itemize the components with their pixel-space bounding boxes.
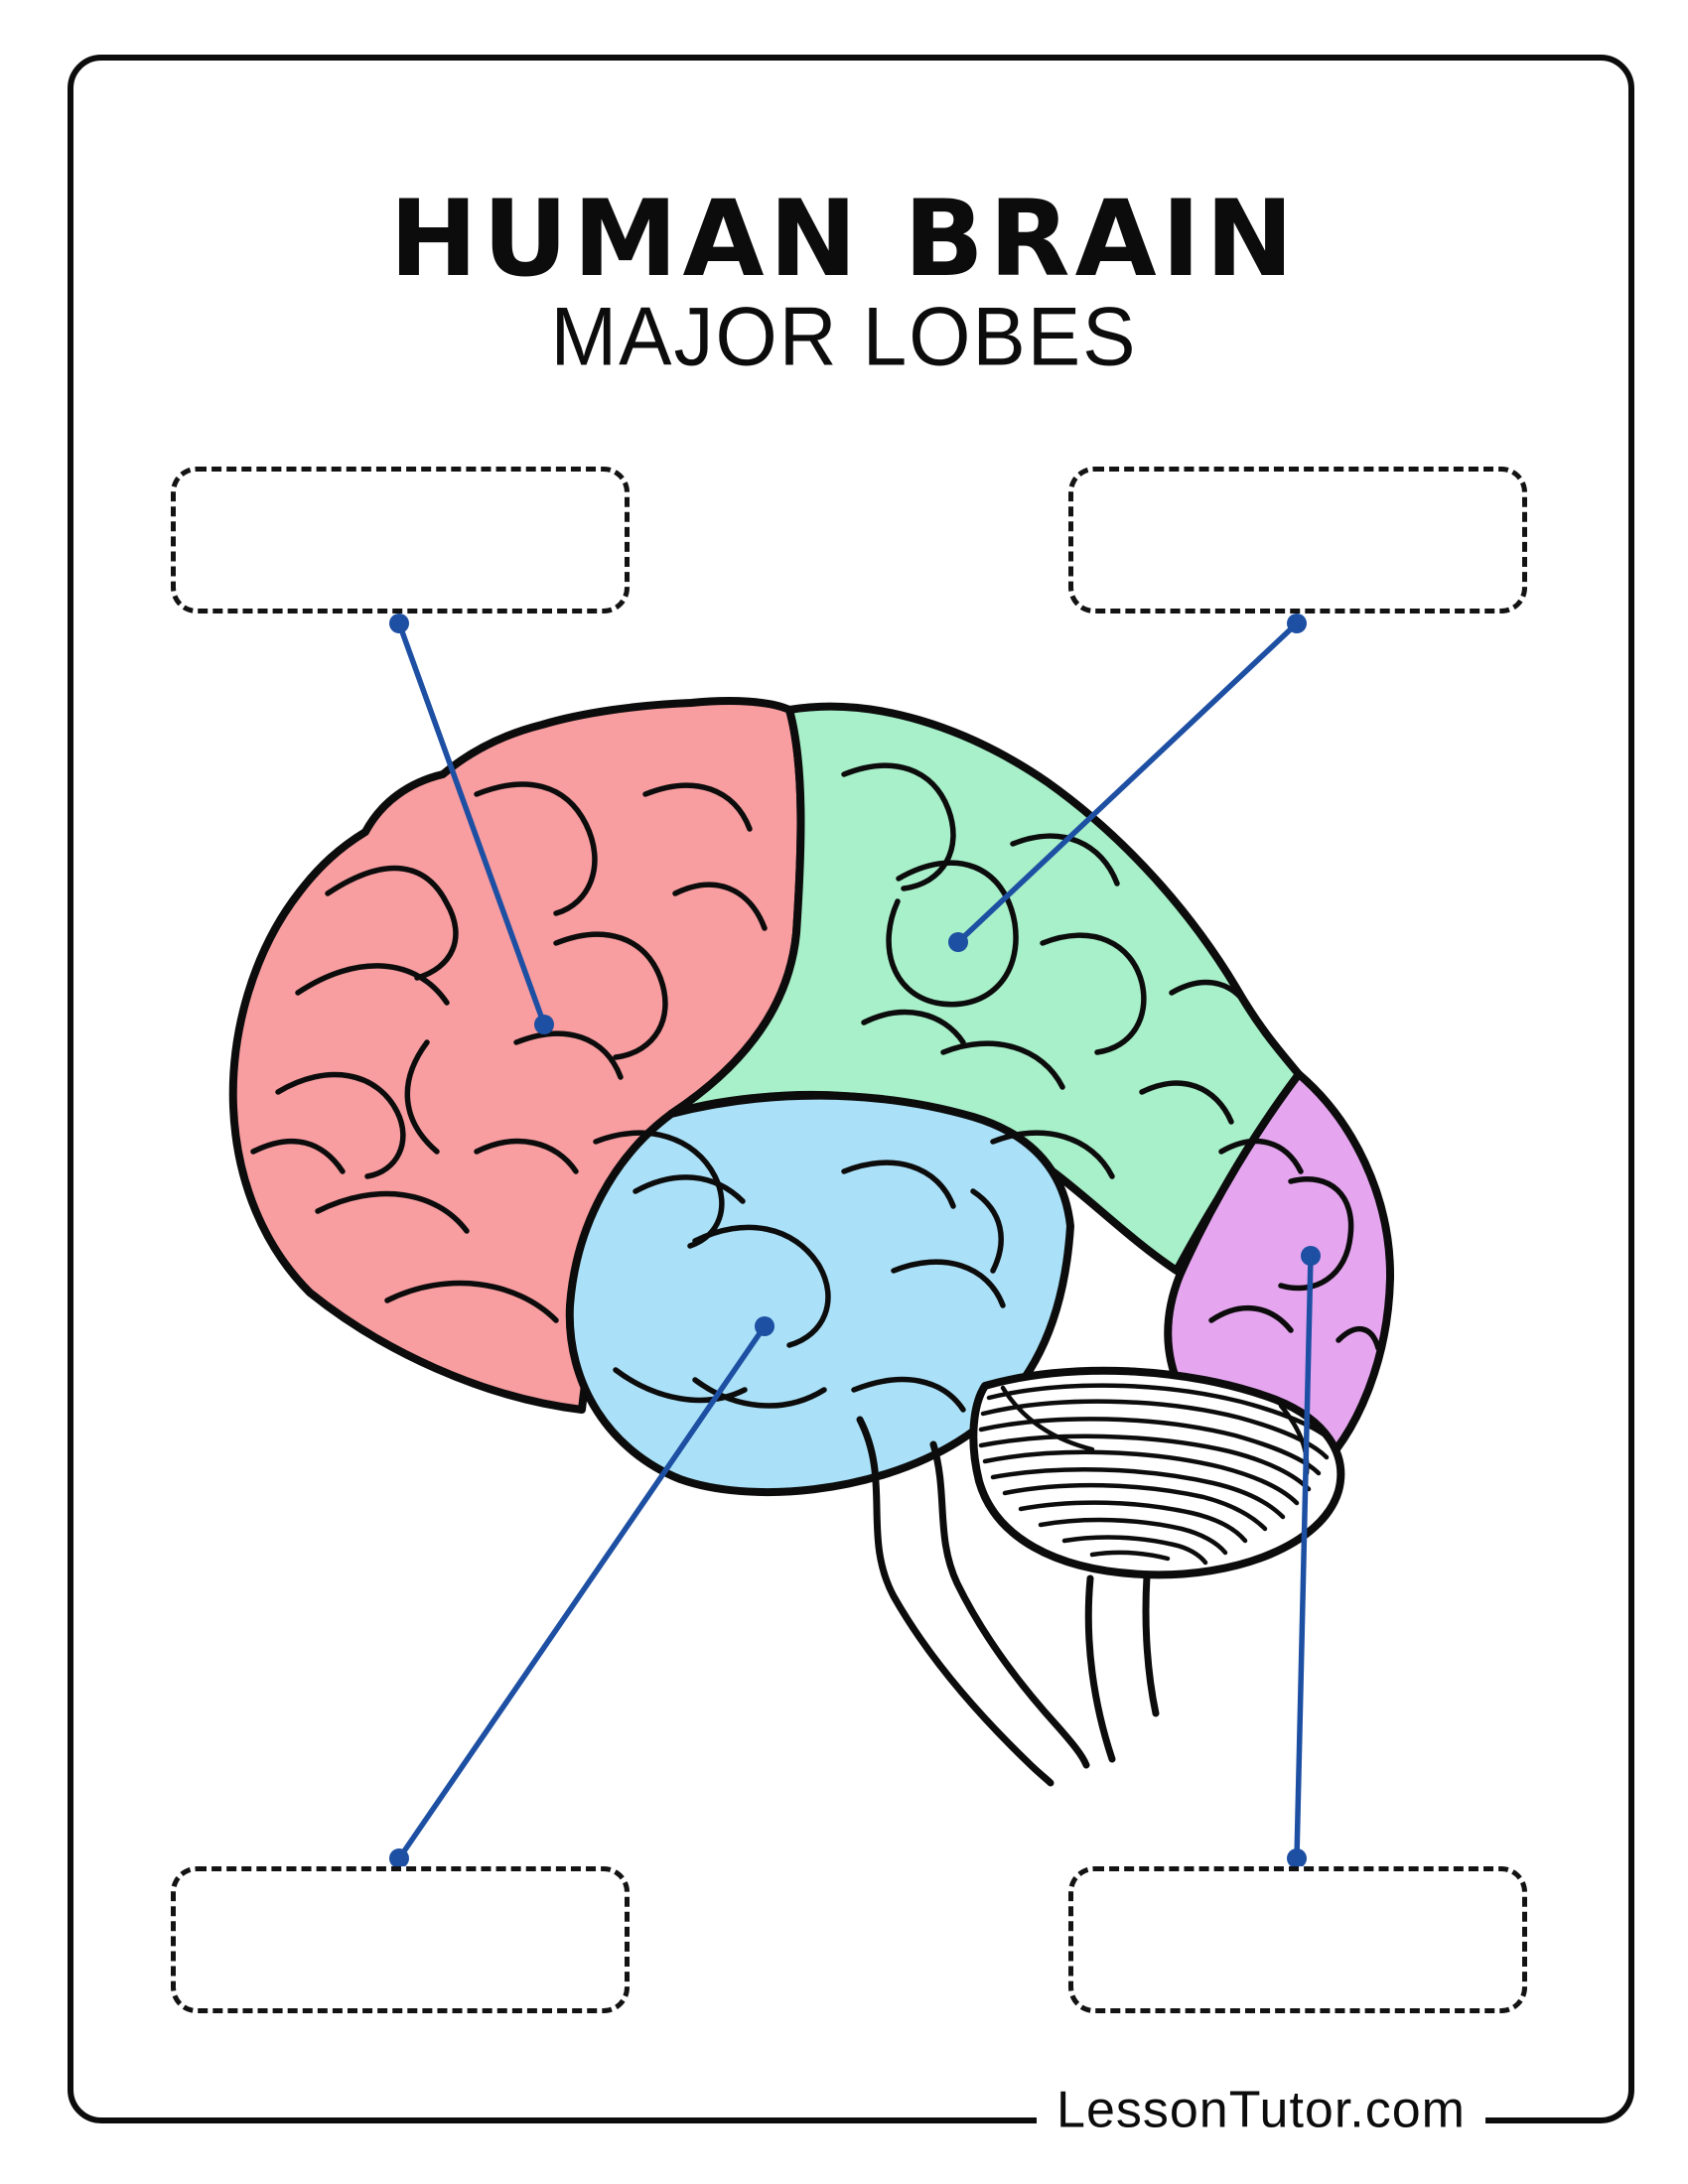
connector-frontal-box-dot	[389, 614, 409, 633]
connector-parietal-box-dot	[1287, 614, 1307, 633]
connector-temporal-brain-dot	[755, 1316, 774, 1336]
page-subtitle: MAJOR LOBES	[550, 290, 1138, 383]
page-border	[68, 55, 1634, 2123]
footer-site-credit: LessonTutor.com	[1037, 2080, 1485, 2140]
answer-box-frontal[interactable]	[171, 467, 630, 614]
connector-occipital-box-dot	[1287, 1848, 1307, 1868]
answer-box-parietal[interactable]	[1068, 467, 1527, 614]
answer-box-frontal-value	[176, 472, 625, 609]
connector-temporal	[389, 1316, 774, 1868]
answer-box-temporal-value	[176, 1871, 625, 2008]
cerebellum	[969, 1366, 1345, 1579]
connectors	[389, 614, 1321, 1868]
brain-stem	[856, 1416, 1160, 1787]
connector-temporal-box-dot	[389, 1848, 409, 1868]
connector-parietal-brain-dot	[948, 932, 968, 952]
answer-box-parietal-value	[1073, 472, 1522, 609]
connector-occipital-brain-dot	[1301, 1246, 1321, 1266]
answer-box-occipital[interactable]	[1068, 1866, 1527, 2013]
parietal-lobe-region	[667, 702, 1303, 1275]
answer-box-temporal[interactable]	[171, 1866, 630, 2013]
connector-frontal-brain-dot	[534, 1015, 554, 1034]
answer-box-occipital-value	[1073, 1871, 1522, 2008]
connector-frontal	[389, 614, 554, 1034]
connector-occipital	[1287, 1246, 1321, 1868]
connector-parietal	[948, 614, 1307, 952]
gyri-lines	[250, 762, 1381, 1413]
page-title: HUMAN BRAIN	[389, 178, 1299, 300]
